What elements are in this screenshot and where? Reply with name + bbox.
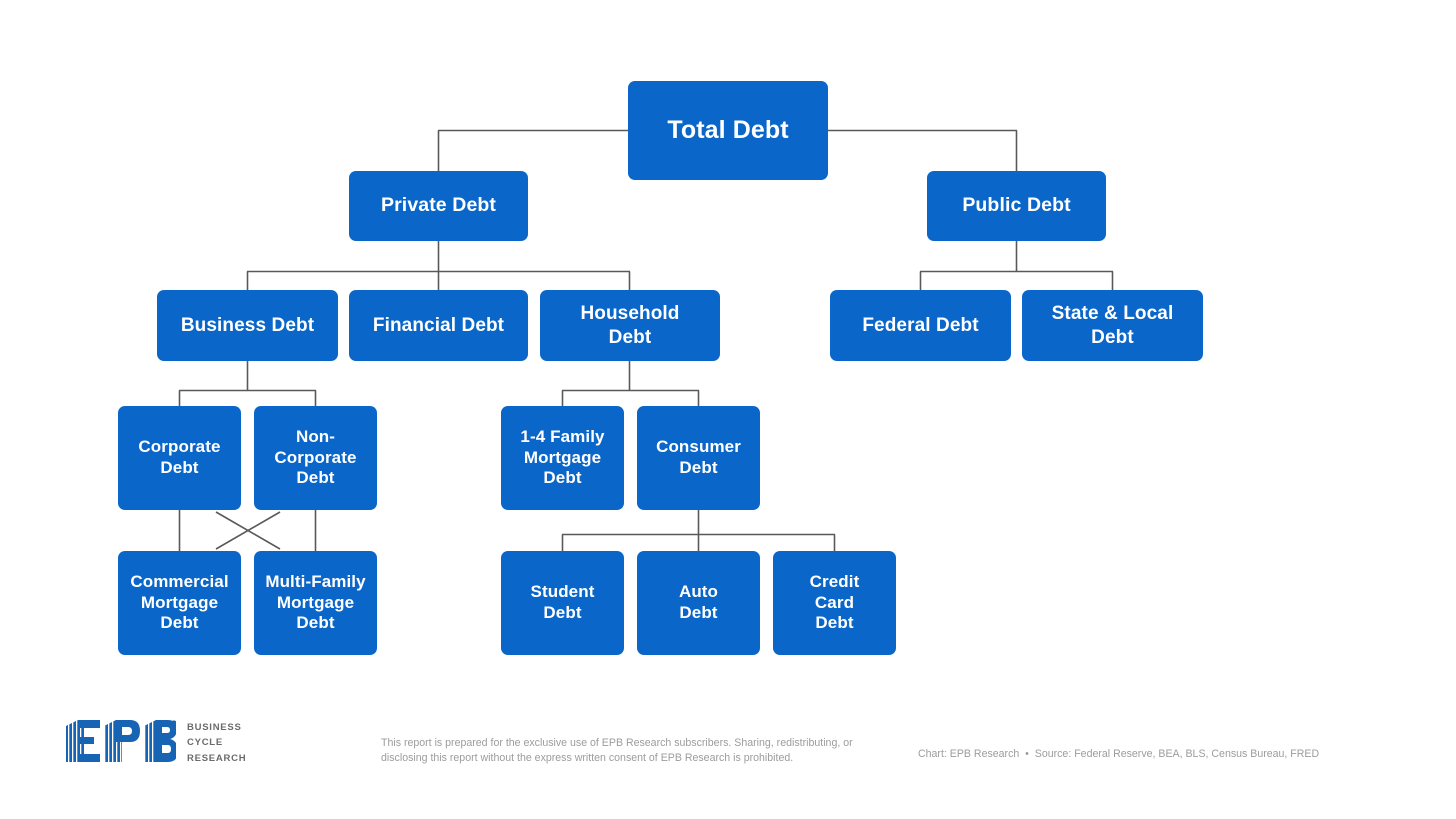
logo-tagline-research: Research xyxy=(187,752,247,764)
node-corporate-debt[interactable]: Corporate Debt xyxy=(118,406,241,510)
node-non-corporate-debt[interactable]: Non- Corporate Debt xyxy=(254,406,377,510)
footer-disclaimer: This report is prepared for the exclusiv… xyxy=(381,737,853,765)
epb-logo-mark-icon xyxy=(64,718,176,766)
edge-business-to-children xyxy=(178,361,317,406)
footer: Business Cycle Research This report is p… xyxy=(0,700,1456,819)
node-private-debt[interactable]: Private Debt xyxy=(349,171,528,241)
edge-consumer-to-children xyxy=(561,510,836,551)
node-consumer-debt[interactable]: Consumer Debt xyxy=(637,406,760,510)
node-student-debt[interactable]: Student Debt xyxy=(501,551,624,655)
epb-logo-tagline: Business Cycle Research xyxy=(187,718,246,766)
node-1-4-family-mortgage-debt[interactable]: 1-4 Family Mortgage Debt xyxy=(501,406,624,510)
edge-corporate-noncorp-to-mortgages xyxy=(178,510,317,551)
edge-public-to-children xyxy=(919,241,1114,290)
node-total-debt[interactable]: Total Debt xyxy=(628,81,828,180)
node-business-debt[interactable]: Business Debt xyxy=(157,290,338,361)
node-multi-family-mortgage-debt[interactable]: Multi-Family Mortgage Debt xyxy=(254,551,377,655)
node-commercial-mortgage-debt[interactable]: Commercial Mortgage Debt xyxy=(118,551,241,655)
node-auto-debt[interactable]: Auto Debt xyxy=(637,551,760,655)
node-household-debt[interactable]: Household Debt xyxy=(540,290,720,361)
logo-tagline-business: Business xyxy=(187,722,242,733)
node-financial-debt[interactable]: Financial Debt xyxy=(349,290,528,361)
logo-tagline-cycle: Cycle xyxy=(187,737,223,749)
footer-source: Chart: EPB Research • Source: Federal Re… xyxy=(918,748,1320,760)
node-state-local-debt[interactable]: State & Local Debt xyxy=(1022,290,1203,361)
node-public-debt[interactable]: Public Debt xyxy=(927,171,1106,241)
node-federal-debt[interactable]: Federal Debt xyxy=(830,290,1011,361)
edge-household-to-children xyxy=(561,361,700,406)
edge-private-to-children xyxy=(246,241,631,290)
epb-logo: Business Cycle Research xyxy=(64,718,246,766)
node-credit-card-debt[interactable]: Credit Card Debt xyxy=(773,551,896,655)
